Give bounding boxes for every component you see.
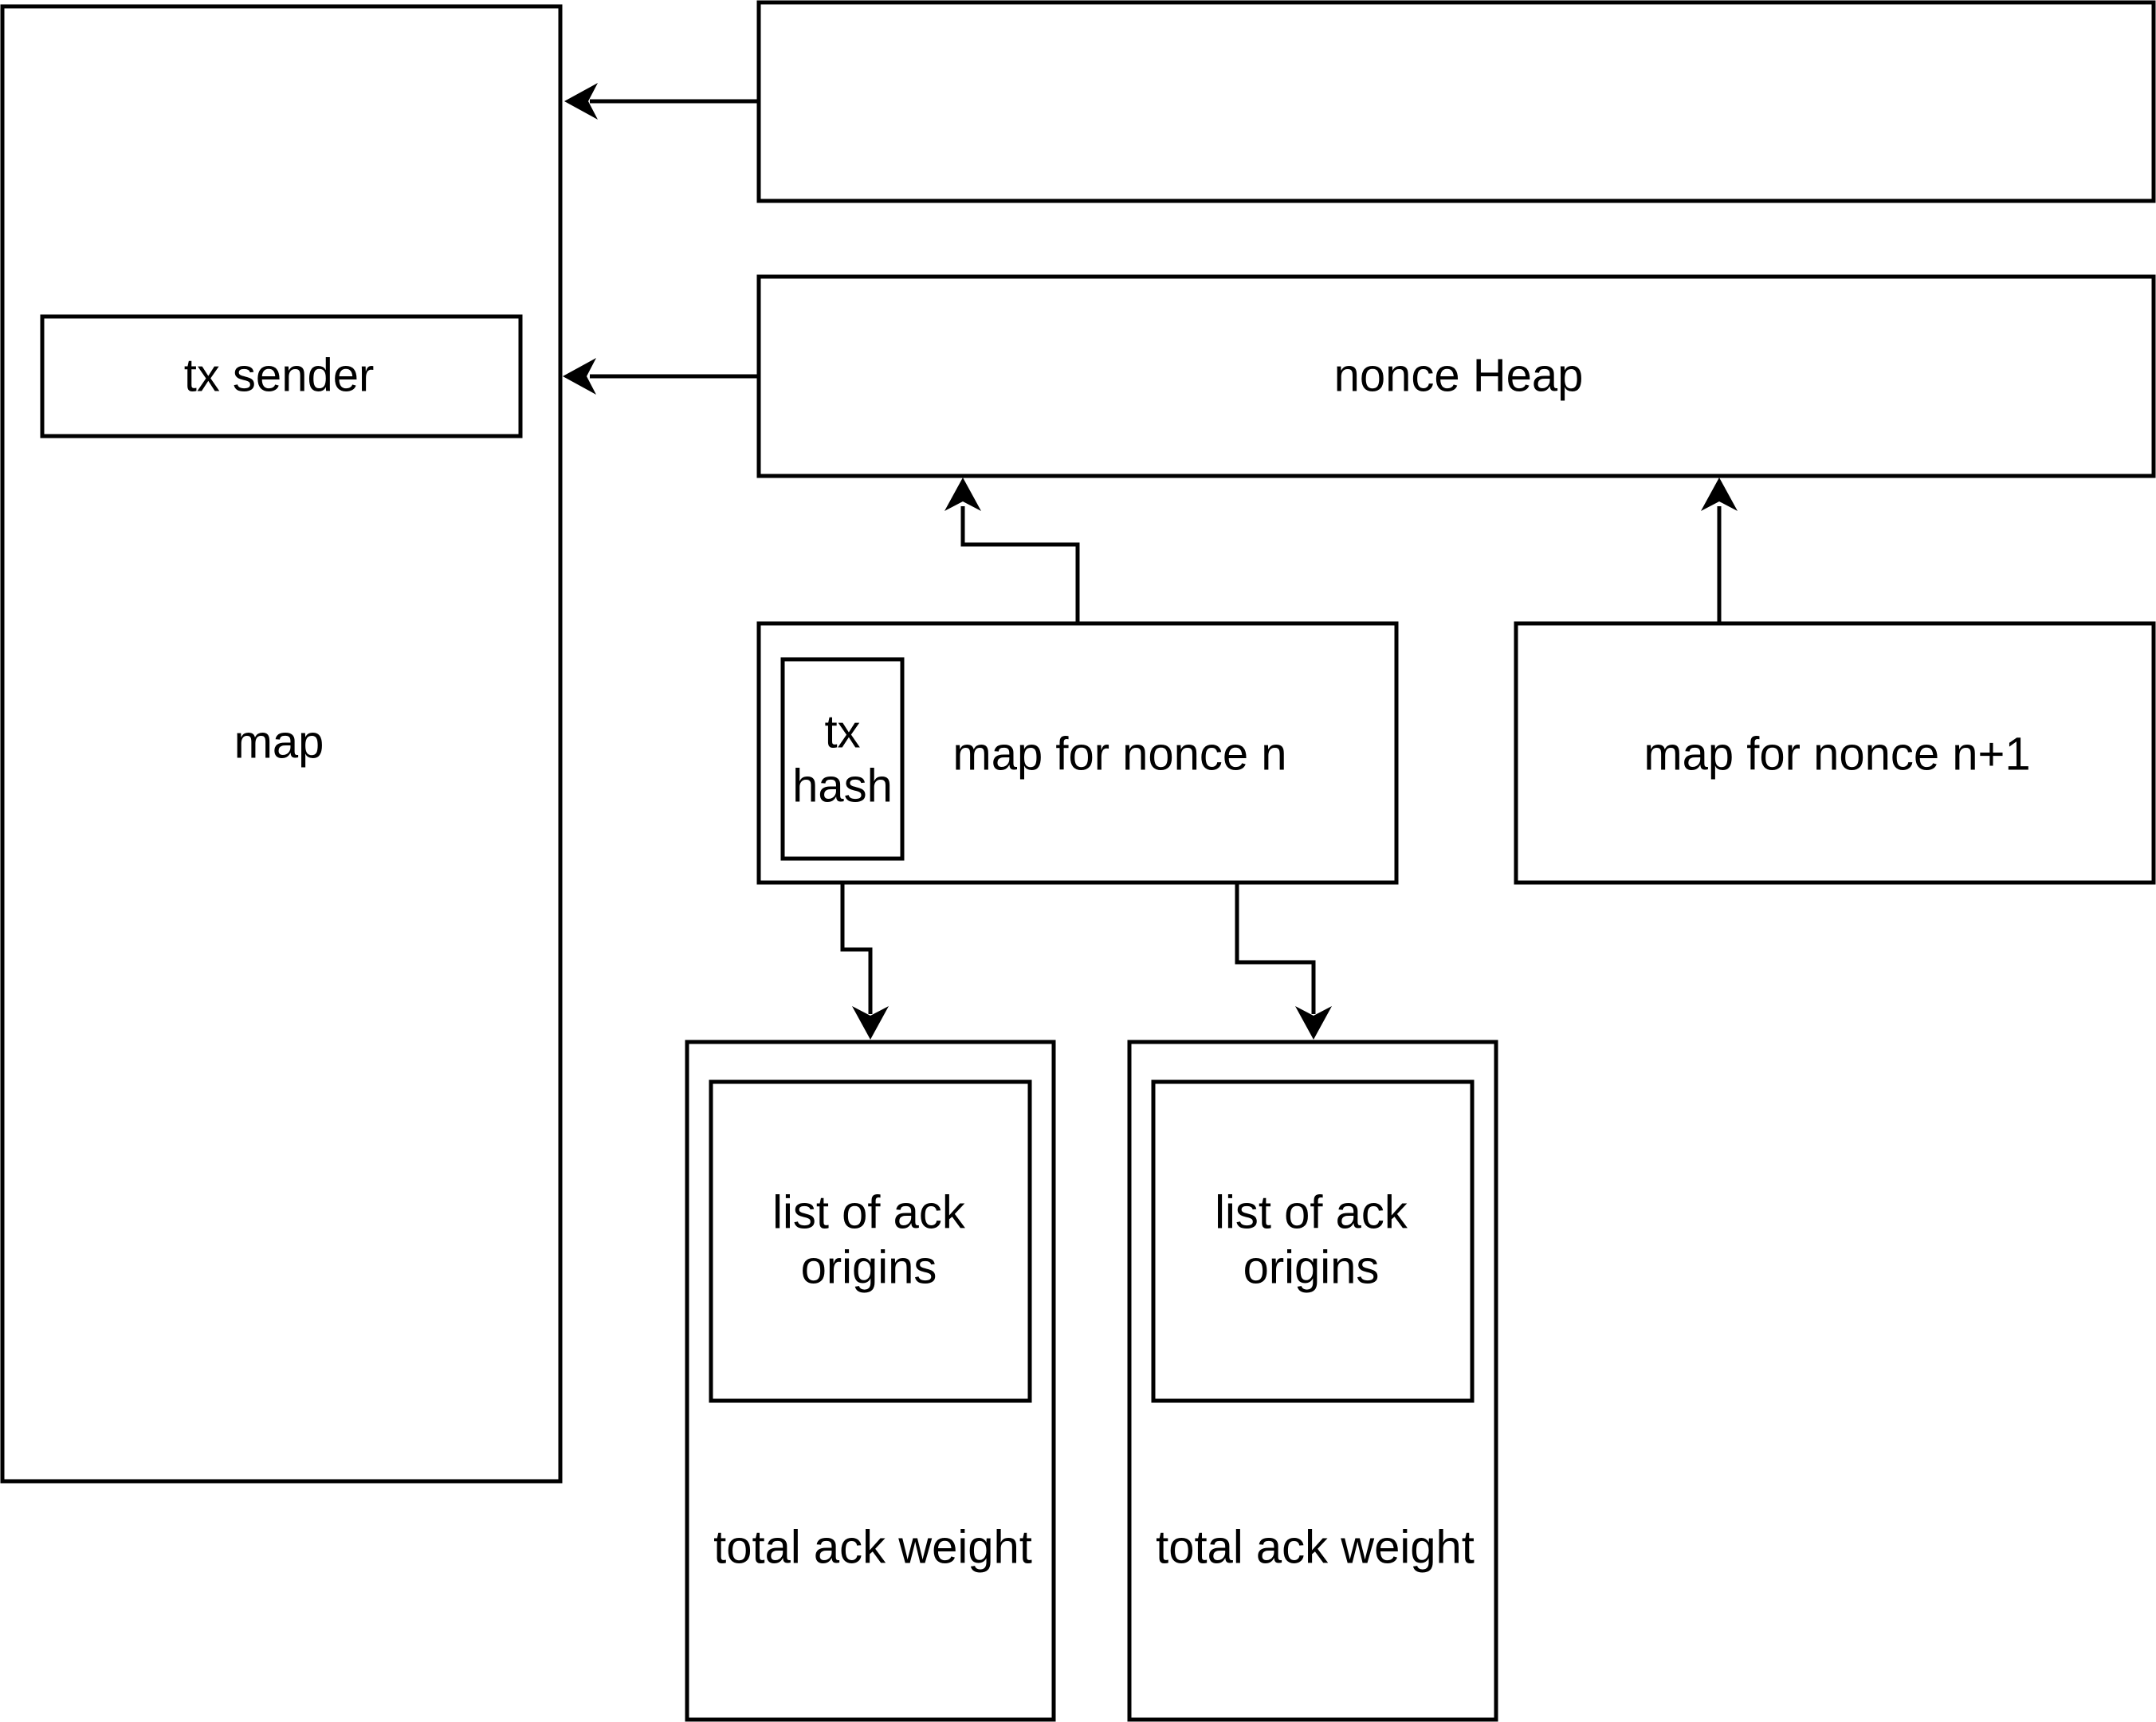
map-nonce-n1-box (1514, 621, 2156, 885)
tx-hash-line1: tx (824, 706, 860, 757)
arrowhead-icon (1295, 1006, 1332, 1040)
edge-nonce-heap-to-map (563, 358, 759, 395)
map-nonce-n1-node: map for nonce n+1 (1514, 621, 2156, 885)
edge-line (960, 506, 1080, 623)
map-nonce-n-node: map for nonce n tx hash (756, 621, 1399, 885)
tx-sender-label: tx sender (184, 349, 375, 401)
top-empty-box (756, 0, 2156, 203)
arrowhead-icon (944, 478, 981, 511)
tx-sender-box (40, 314, 523, 438)
edge-line (840, 883, 873, 1014)
entry-right-list-box (1151, 1079, 1475, 1403)
entry-left-list-line1: list of ack (772, 1186, 966, 1238)
entry-right-node: list of ack origins total ack weight (1127, 1040, 1498, 1722)
entry-right-list-line1: list of ack (1215, 1186, 1408, 1238)
entry-right-weight-label: total ack weight (1156, 1521, 1475, 1573)
entry-left-list-line2: origins (801, 1241, 937, 1293)
edge-top-box-to-map (564, 83, 759, 120)
arrowhead-icon (563, 358, 596, 395)
nonce-heap-label: nonce Heap (1334, 349, 1584, 401)
edge-map-nonce-n-to-entry-right (1235, 883, 1332, 1040)
nonce-heap-node: nonce Heap (756, 274, 2156, 478)
edge-map-nonce-n-to-nonce-heap (944, 478, 1080, 623)
map-nonce-n1-label: map for nonce n+1 (1644, 728, 2030, 780)
top-box-node (756, 0, 2156, 203)
map-label: map (234, 716, 324, 768)
arrowhead-icon (852, 1006, 889, 1040)
entry-left-node: list of ack origins total ack weight (685, 1040, 1056, 1722)
edge-map-nonce-n-to-entry-left (840, 883, 889, 1040)
edge-map-nonce-n1-to-nonce-heap (1701, 478, 1738, 623)
arrowhead-icon (1701, 478, 1738, 511)
entry-left-list-box (709, 1079, 1032, 1403)
map-nonce-n-label: map for nonce n (952, 728, 1286, 780)
tx-sender-node: tx sender (40, 314, 523, 438)
nonce-heap-box (756, 274, 2156, 478)
entry-left-weight-label: total ack weight (713, 1521, 1032, 1573)
tx-hash-box (780, 657, 905, 861)
map-node: map (0, 4, 563, 1484)
entry-right-list-line2: origins (1243, 1241, 1380, 1293)
arrowhead-icon (564, 83, 598, 120)
tx-hash-line2: hash (792, 760, 893, 812)
map-box (0, 4, 563, 1484)
edge-line (1235, 883, 1316, 1014)
